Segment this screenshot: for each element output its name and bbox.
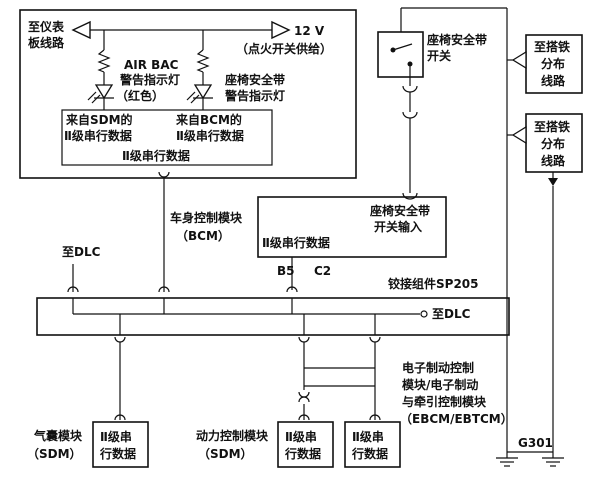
arrow-left-icon — [71, 20, 91, 40]
ground-icon — [542, 457, 564, 467]
ebcm-module: Ⅱ级串 行数据 电子制动控制 模块/电子制动 与牵引控制模块 （EBCM/EBT… — [344, 360, 513, 468]
pcm-box-label-1: Ⅱ级串 — [285, 429, 317, 444]
bcm-label-1: 车身控制模块 — [170, 210, 243, 225]
connector-icon — [67, 286, 79, 293]
dlc-right-label: 至DLC — [432, 307, 471, 321]
ebcm-box-label-2: 行数据 — [351, 446, 388, 461]
splice-sp205: 铰接组件SP205 至DLC — [36, 276, 510, 336]
arrow-left-icon — [511, 50, 527, 70]
ground-arrow-icon — [548, 178, 558, 186]
seatbelt-lamp-label-1: 座椅安全带 — [224, 72, 285, 87]
connector-icon — [369, 336, 381, 343]
airbag-lamp-label-2: 警告指示灯 — [119, 72, 180, 87]
bcm-module: 车身控制模块 （BCM） 座椅安全带 开关输入 Ⅱ级串行数据 B5 C2 — [170, 196, 447, 290]
seatbelt-input-label-1: 座椅安全带 — [369, 203, 430, 218]
led-icon — [94, 84, 114, 100]
ignition-label: （点火开关供给） — [236, 41, 332, 56]
to-cluster-label-2: 板线路 — [28, 35, 65, 50]
from-sdm-serial-label: Ⅱ级串行数据 — [64, 128, 132, 143]
connector-icon — [286, 286, 298, 293]
connector-icon — [114, 336, 126, 343]
sdm-label-1: 气囊模块 — [33, 428, 83, 443]
seatbelt-switch-label-2: 开关 — [427, 48, 451, 63]
bcm-label-2: （BCM） — [176, 228, 230, 243]
ground-dist-1-label-2: 分布 — [541, 56, 565, 71]
ebcm-label-2: 模块/电子制动 — [402, 377, 478, 392]
seatbelt-lamp-label-2: 警告指示灯 — [224, 88, 285, 103]
splice-label: 铰接组件SP205 — [388, 276, 479, 291]
sdm-module: Ⅱ级串 行数据 气囊模块 （SDM） — [27, 421, 149, 468]
connector-icon — [402, 85, 418, 93]
resistor-icon — [196, 49, 210, 73]
arrow-left-icon — [511, 125, 527, 145]
ground-distribution-1: 至搭铁 分布 线路 — [507, 34, 583, 94]
connector-icon — [158, 171, 170, 178]
pcm-box-label-2: 行数据 — [284, 446, 321, 461]
pcm-module: Ⅱ级串 行数据 动力控制模块 （SDM） — [196, 421, 334, 468]
pcm-label-2: （SDM） — [198, 446, 253, 461]
ground-dist-1-label-3: 线路 — [541, 73, 566, 88]
ebcm-box-label-1: Ⅱ级串 — [352, 429, 384, 444]
connector-icon — [298, 336, 310, 343]
ground-icon — [496, 457, 518, 467]
ebcm-label-4: （EBCM/EBTCM） — [400, 411, 513, 426]
seatbelt-switch: 座椅安全带 开关 — [377, 7, 508, 458]
ground-dist-2-label-2: 分布 — [541, 136, 565, 151]
ground-dist-1-label-1: 至搭铁 — [534, 39, 570, 54]
instrument-cluster: 至仪表 板线路 12 V （点火开关供给） AIR BAC 警告指示灯 （红色）… — [19, 9, 357, 179]
airbag-lamp-label-1: AIR BAC — [124, 58, 179, 72]
sdm-label-2: （SDM） — [27, 446, 82, 461]
sdm-box-label-1: Ⅱ级串 — [100, 429, 132, 444]
pin-c2-label: C2 — [314, 264, 331, 278]
connector-icon — [402, 192, 418, 200]
seatbelt-switch-label-1: 座椅安全带 — [426, 32, 487, 47]
resistor-icon — [97, 49, 111, 73]
sdm-box-label-2: 行数据 — [99, 446, 136, 461]
connector-icon — [402, 111, 418, 119]
v12-label: 12 V — [294, 24, 325, 38]
ground-dist-2-label-1: 至搭铁 — [534, 119, 570, 134]
seatbelt-input-label-2: 开关输入 — [374, 219, 422, 234]
from-bcm-label: 来自BCM的 — [175, 112, 242, 127]
connector-icon — [158, 286, 170, 293]
bcm-serial-label: Ⅱ级串行数据 — [262, 235, 330, 250]
ground-g301: G301 — [496, 436, 564, 467]
ebcm-label-3: 与牵引控制模块 — [402, 394, 487, 409]
dlc-top-label: 至DLC — [62, 245, 101, 259]
ebcm-label-1: 电子制动控制 — [402, 360, 474, 375]
ground-dist-2-label-3: 线路 — [541, 153, 566, 168]
pcm-label-1: 动力控制模块 — [196, 428, 269, 443]
airbag-lamp-label-3: （红色） — [116, 88, 164, 103]
from-bcm-serial-label: Ⅱ级串行数据 — [176, 128, 244, 143]
from-sdm-label: 来自SDM的 — [65, 112, 133, 127]
arrow-right-icon — [271, 20, 291, 40]
cluster-serial-label: Ⅱ级串行数据 — [122, 148, 190, 163]
ground-distribution-2: 至搭铁 分布 线路 — [507, 113, 583, 458]
to-cluster-label-1: 至仪表 — [28, 19, 65, 34]
cluster-module-box — [61, 109, 273, 166]
led-icon — [193, 84, 213, 100]
pin-b5-label: B5 — [277, 264, 295, 278]
g301-label: G301 — [518, 436, 553, 450]
